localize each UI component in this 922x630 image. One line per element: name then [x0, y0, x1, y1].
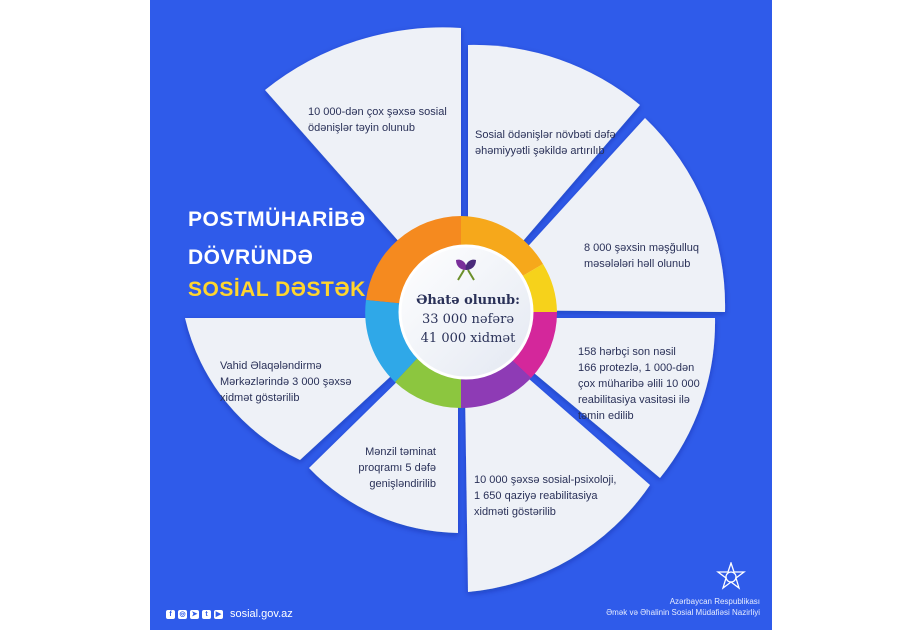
center-title: Əhatə olunub:: [416, 293, 520, 308]
center-circle: [398, 244, 534, 380]
segment-text-bottom-left: Mənzil təminat proqramı 5 dəfə genişlənd…: [358, 446, 436, 490]
center-people-count: 33 000 nəfərə: [421, 312, 515, 327]
youtube-icon[interactable]: ▶: [214, 609, 223, 619]
headline-line2: DÖVRÜNDƏ: [188, 246, 314, 269]
website-link[interactable]: sosial.gov.az: [230, 608, 293, 620]
headline-line1: POSTMÜHARİBƏ: [188, 208, 366, 231]
ministry-line1: Azərbaycan Respublikası: [669, 597, 760, 606]
flower-emblem-icon: [456, 259, 476, 281]
headline-line3: SOSİAL DƏSTƏK: [188, 278, 366, 301]
ministry-line2: Əmək və Əhalinin Sosial Müdafiəsi Nazirl…: [606, 608, 760, 617]
segment-text-bottom-right: 10 000 şəxsə sosial-psixoloji, 1 650 qaz…: [474, 474, 617, 518]
telegram-icon[interactable]: ➤: [190, 609, 199, 619]
segment-text-top-left: 10 000-dən çox şəxsə sosial ödənişlər tə…: [308, 106, 447, 134]
segment-wheel: [185, 27, 726, 592]
twitter-icon[interactable]: t: [202, 609, 211, 619]
ministry-logo-block: Azərbaycan Respublikası Əmək və Əhalinin…: [570, 562, 760, 618]
segment-text-left: Vahid Əlaqələndirmə Mərkəzlərində 3 000 …: [220, 360, 352, 404]
segment-text-right-lower: 158 hərbçi son nəsil 166 protezlə, 1 000…: [578, 346, 700, 422]
segment-text-right-upper: 8 000 şəxsin məşğulluq məsələləri həll o…: [584, 242, 699, 270]
color-ring: [365, 216, 558, 409]
segment-text-top-right: Sosial ödənişlər növbəti dəfə əhəmiyyətl…: [475, 129, 616, 157]
infographic-panel: POSTMÜHARİBƏ DÖVRÜNDƏ SOSİAL DƏSTƏK Əhat…: [150, 0, 772, 630]
ministry-star-icon: [716, 562, 746, 590]
instagram-icon[interactable]: ◎: [178, 609, 187, 619]
facebook-icon[interactable]: f: [166, 609, 175, 619]
center-summary: Əhatə olunub: 33 000 nəfərə 41 000 xidmə…: [406, 291, 530, 348]
footer-social: f ◎ ➤ t ▶ sosial.gov.az: [166, 608, 293, 620]
center-service-count: 41 000 xidmət: [420, 331, 516, 346]
